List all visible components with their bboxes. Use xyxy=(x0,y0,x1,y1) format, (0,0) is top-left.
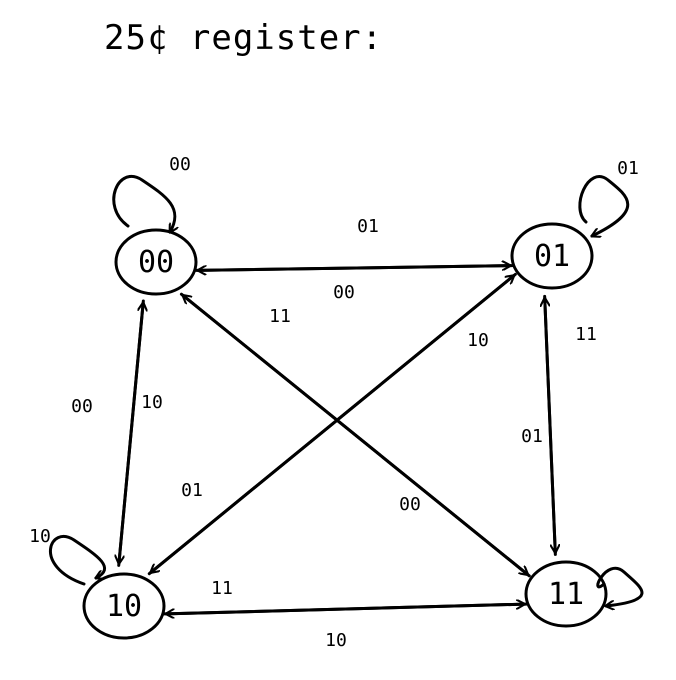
edge-label-n01-to-n10: 01 xyxy=(181,480,203,501)
self-loop-label-n01: 01 xyxy=(617,158,639,179)
edge-label-n11-to-n01: 01 xyxy=(521,426,543,447)
state-node-00 xyxy=(114,228,198,296)
state-label-00: 00 xyxy=(138,245,174,280)
edge-n11-to-n01 xyxy=(545,298,557,556)
self-loop-n10 xyxy=(49,534,107,586)
edge-label-n10-to-n00: 00 xyxy=(71,396,93,417)
state-label-10: 10 xyxy=(106,589,142,624)
edge-n11-to-n00 xyxy=(183,295,531,578)
edge-label-n10-to-n11: 11 xyxy=(211,578,233,599)
edge-label-n00-to-n01: 01 xyxy=(357,216,379,237)
edge-n11-to-n10 xyxy=(166,602,528,614)
state-node-10 xyxy=(82,572,166,640)
self-loop-n11 xyxy=(596,566,644,606)
edge-label-n10-to-n01: 10 xyxy=(467,330,489,351)
self-loop-n01 xyxy=(578,175,630,236)
edge-n01-to-n00 xyxy=(198,264,514,271)
edge-label-n00-to-n11: 11 xyxy=(269,306,291,327)
state-node-01 xyxy=(510,222,594,290)
edge-label-n11-to-n10: 10 xyxy=(325,630,347,651)
state-label-11: 11 xyxy=(548,577,584,612)
diagram-title: 25¢ register: xyxy=(104,18,384,58)
self-loop-n00 xyxy=(112,175,175,232)
edge-label-n01-to-n11: 11 xyxy=(575,324,597,345)
edge-label-n00-to-n10: 10 xyxy=(141,392,163,413)
state-node-11 xyxy=(524,560,608,628)
edge-n01-to-n10 xyxy=(151,272,517,572)
edge-label-n01-to-n00: 00 xyxy=(333,282,355,303)
edge-n10-to-n00 xyxy=(117,303,143,567)
self-loop-label-n10: 10 xyxy=(29,526,51,547)
state-label-01: 01 xyxy=(534,239,570,274)
edge-label-n11-to-n00: 00 xyxy=(399,494,421,515)
self-loop-label-n00: 00 xyxy=(169,154,191,175)
